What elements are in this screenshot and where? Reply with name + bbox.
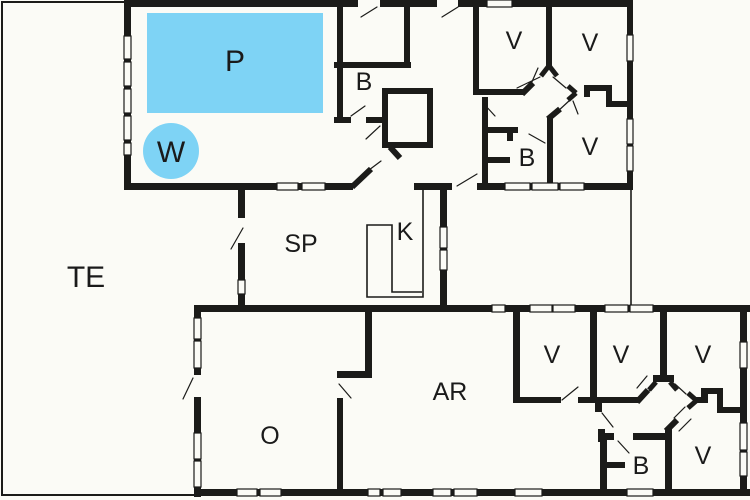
room-label-bed-east: V bbox=[582, 133, 599, 161]
whirlpool-shape bbox=[143, 123, 199, 179]
room-label-pool: P bbox=[225, 45, 245, 78]
interior-walls bbox=[334, 0, 746, 496]
room-label-bed-s2: V bbox=[613, 341, 630, 369]
room-label-bath-north: B bbox=[519, 144, 536, 172]
door-swings bbox=[182, 6, 692, 454]
room-label-kitchen: K bbox=[397, 218, 414, 246]
room-label-living: O bbox=[260, 422, 279, 450]
terrace-outline bbox=[1, 1, 194, 496]
room-label-bed-nw: V bbox=[506, 27, 523, 55]
room-label-activity: AR bbox=[433, 378, 468, 406]
room-label-bed-s1: V bbox=[544, 341, 561, 369]
room-label-bed-s3: V bbox=[695, 341, 712, 369]
room-label-bath-pool: B bbox=[356, 68, 373, 96]
room-label-bed-s4: V bbox=[695, 442, 712, 470]
room-label-dining: SP bbox=[284, 230, 317, 258]
room-labels: P W TE SP K O AR B V V B V V V V V B bbox=[67, 27, 712, 480]
room-label-bath-south: B bbox=[633, 452, 650, 480]
room-label-whirlpool: W bbox=[157, 136, 186, 169]
room-label-terrace: TE bbox=[67, 261, 105, 294]
pool-shape bbox=[147, 13, 323, 113]
room-label-bed-ne: V bbox=[582, 29, 599, 57]
windows bbox=[123, 0, 748, 497]
kitchen-counter bbox=[366, 188, 424, 298]
